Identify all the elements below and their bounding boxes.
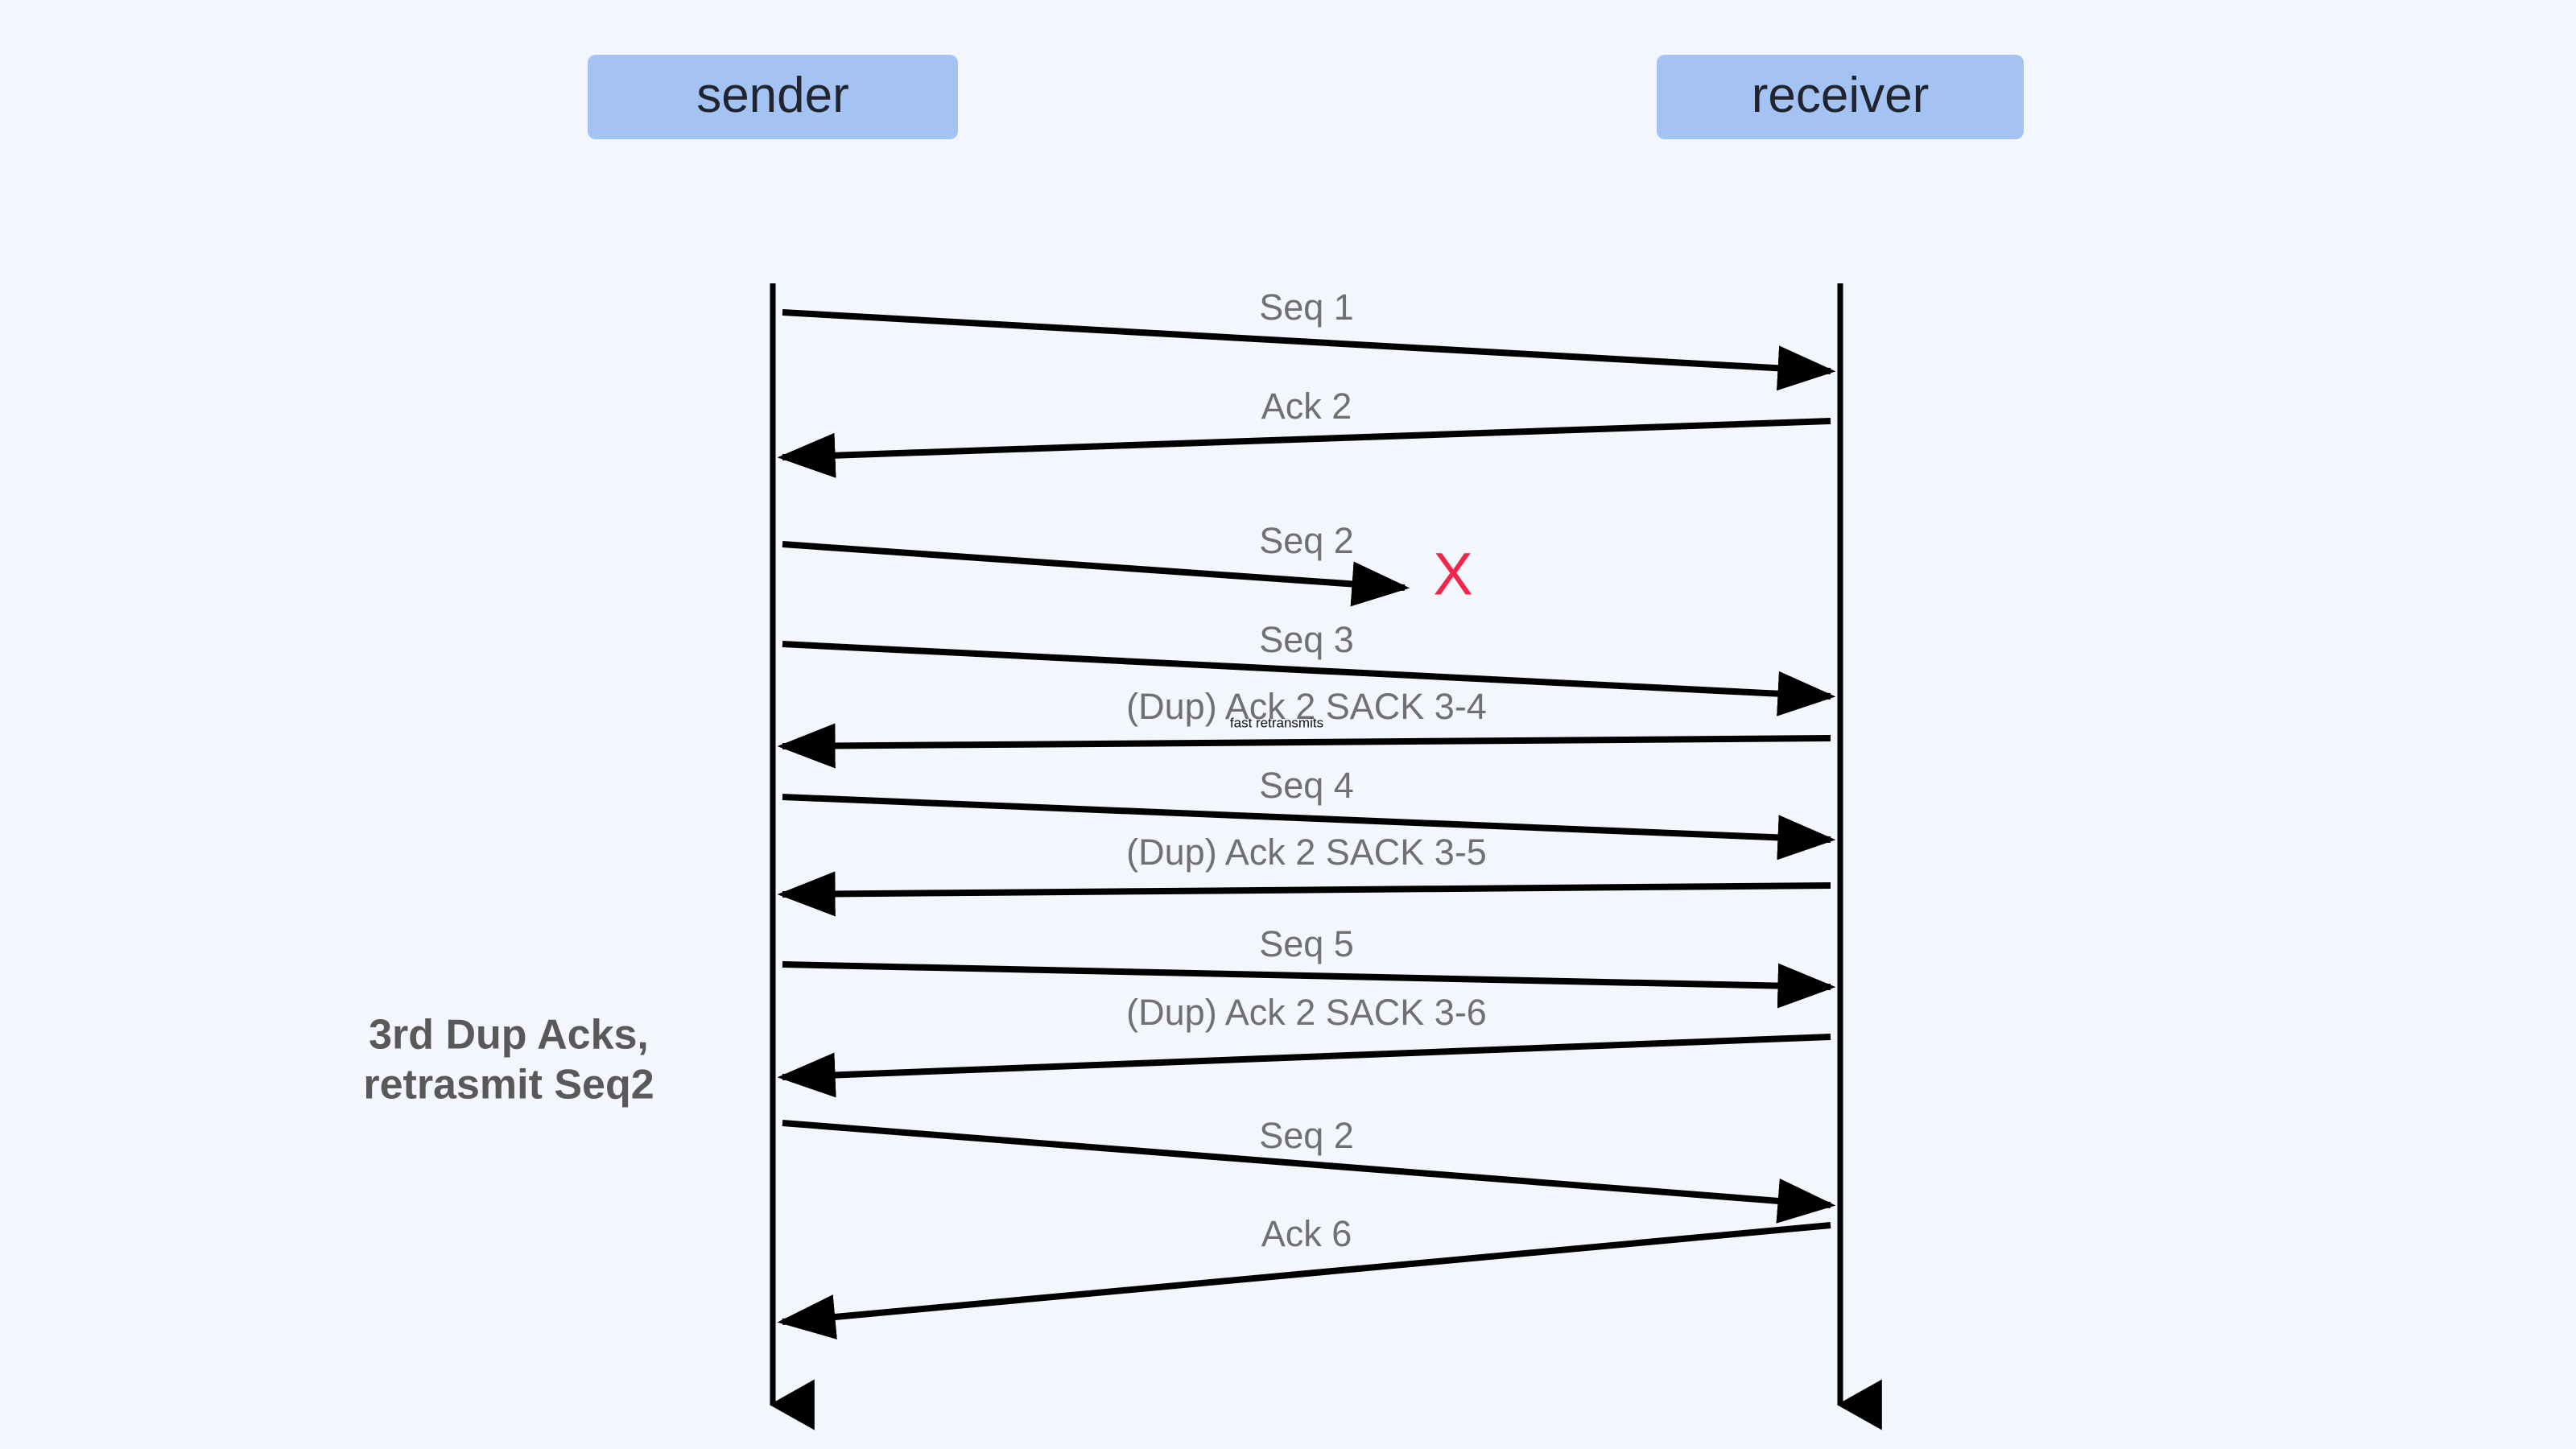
message-9[interactable]: (Dup) Ack 2 SACK 3-6 bbox=[777, 992, 1831, 1098]
actor-label-sender: sender bbox=[696, 68, 849, 123]
lifelines-group bbox=[769, 283, 1882, 1430]
message-arrow-2 bbox=[777, 418, 1831, 478]
note-line: 3rd Dup Acks, bbox=[369, 1012, 649, 1059]
message-10[interactable]: Seq 2 bbox=[782, 1115, 1836, 1224]
actor-box-sender[interactable] bbox=[588, 55, 958, 139]
message-arrow-5 bbox=[777, 723, 1831, 769]
message-arrow-10 bbox=[782, 1120, 1836, 1224]
message-label-11: Ack 6 bbox=[1261, 1213, 1352, 1254]
message-label-10: Seq 2 bbox=[1259, 1115, 1354, 1156]
message-6[interactable]: Seq 4 bbox=[782, 765, 1836, 861]
packet-loss-x-icon: X bbox=[1433, 541, 1472, 608]
message-label-8: Seq 5 bbox=[1259, 923, 1354, 964]
message-4[interactable]: Seq 3 bbox=[782, 619, 1836, 716]
message-sublabel-5: fast retransmits bbox=[1230, 715, 1323, 730]
message-3[interactable]: Seq 2 X bbox=[782, 520, 1473, 608]
message-label-1: Seq 1 bbox=[1259, 287, 1354, 328]
actor-receiver[interactable]: receiver bbox=[1657, 55, 2024, 139]
notes-group: 3rd Dup Acks,retrasmit Seq2 bbox=[363, 1012, 654, 1108]
messages-group: Seq 1 Ack 2 Seq 2 X Seq 3 (Dup) Ack 2 SACK 3-… bbox=[777, 287, 1836, 1340]
message-arrow-6 bbox=[782, 794, 1836, 861]
note-line: retrasmit Seq2 bbox=[363, 1062, 654, 1108]
message-11[interactable]: Ack 6 bbox=[777, 1213, 1831, 1340]
message-8[interactable]: Seq 5 bbox=[782, 923, 1836, 1009]
actor-label-receiver: receiver bbox=[1752, 68, 1930, 123]
message-arrow-3 bbox=[782, 541, 1410, 607]
actor-sender[interactable]: sender bbox=[588, 55, 958, 139]
actor-box-receiver[interactable] bbox=[1657, 55, 2024, 139]
actors-group: sender receiver bbox=[588, 55, 2024, 139]
message-arrow-4 bbox=[782, 641, 1836, 716]
message-label-2: Ack 2 bbox=[1261, 386, 1352, 427]
message-label-7: (Dup) Ack 2 SACK 3-5 bbox=[1126, 832, 1487, 873]
message-arrow-11 bbox=[777, 1222, 1831, 1340]
message-arrow-8 bbox=[782, 961, 1836, 1009]
message-label-5: (Dup) Ack 2 SACK 3-4 bbox=[1126, 686, 1487, 727]
message-arrow-7 bbox=[777, 871, 1831, 917]
message-1[interactable]: Seq 1 bbox=[782, 287, 1836, 391]
message-arrow-1 bbox=[782, 309, 1836, 391]
message-label-9: (Dup) Ack 2 SACK 3-6 bbox=[1126, 992, 1487, 1033]
message-label-6: Seq 4 bbox=[1259, 765, 1354, 806]
message-7[interactable]: (Dup) Ack 2 SACK 3-5 bbox=[777, 832, 1831, 917]
message-2[interactable]: Ack 2 bbox=[777, 386, 1831, 478]
message-arrow-9 bbox=[777, 1034, 1831, 1098]
note-dup-ack-note: 3rd Dup Acks,retrasmit Seq2 bbox=[363, 1012, 654, 1108]
message-label-3: Seq 2 bbox=[1259, 520, 1354, 561]
message-label-4: Seq 3 bbox=[1259, 619, 1354, 660]
